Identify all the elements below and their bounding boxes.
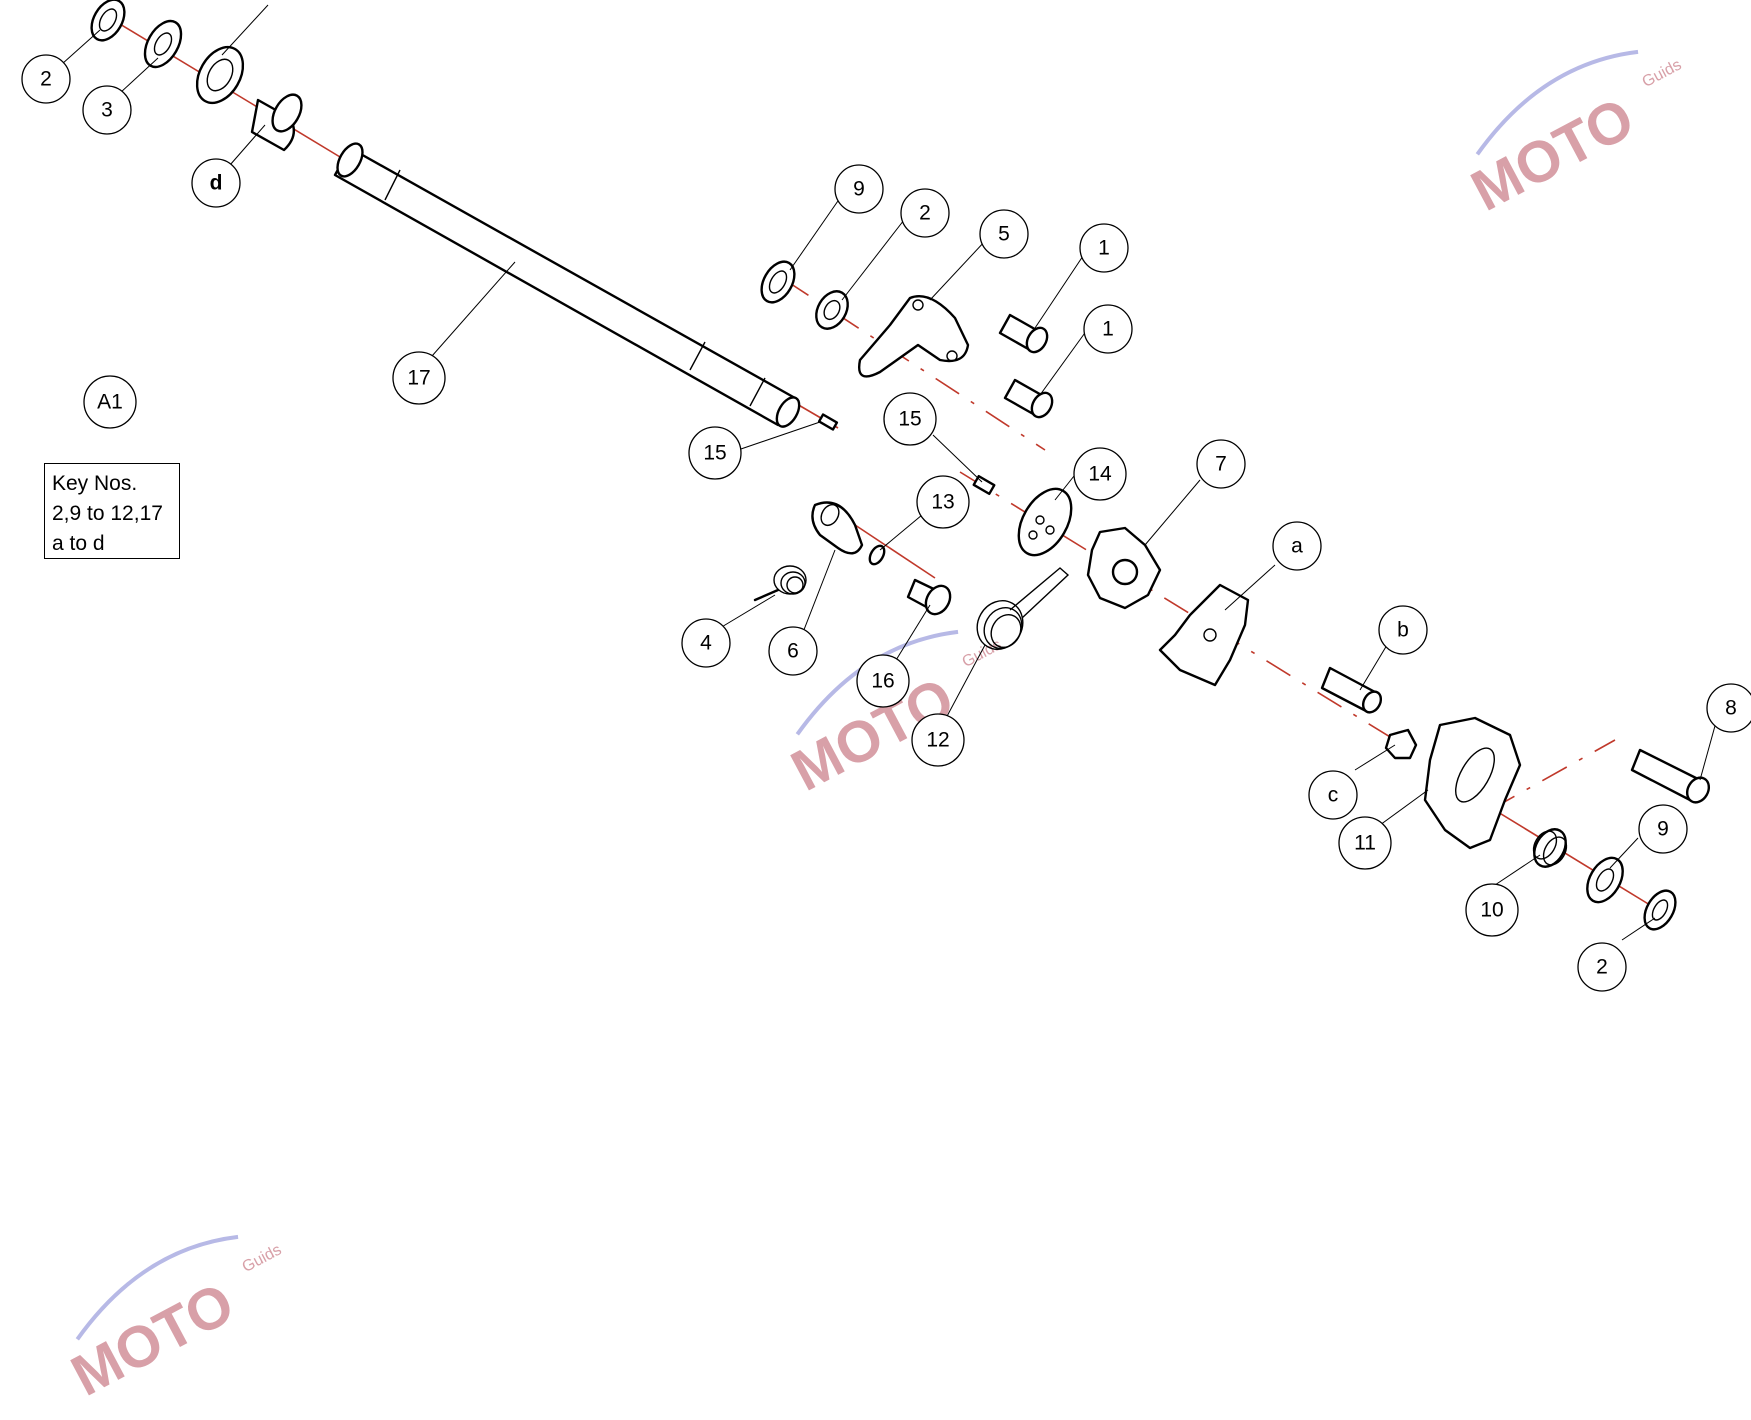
callout-label: 9 bbox=[1657, 818, 1669, 841]
callout-label: c bbox=[1328, 784, 1339, 807]
bearing-top bbox=[195, 45, 245, 105]
callout-label: 2 bbox=[1596, 956, 1608, 979]
callout-label: 16 bbox=[871, 670, 894, 693]
callout-label: 2 bbox=[40, 68, 52, 91]
bolt-8 bbox=[1630, 748, 1711, 804]
group-label-text: A1 bbox=[97, 391, 123, 414]
callout-label: 17 bbox=[407, 367, 430, 390]
circlip-top bbox=[90, 0, 126, 42]
bolt-16 bbox=[906, 578, 952, 616]
shift-cam-7 bbox=[1086, 526, 1162, 610]
callout-1-b: 1 bbox=[1083, 304, 1133, 354]
callout-10: 10 bbox=[1465, 883, 1519, 937]
lever-6 bbox=[811, 501, 864, 555]
callout-label: 11 bbox=[1354, 832, 1376, 855]
callout-1-a: 1 bbox=[1079, 223, 1129, 273]
callout-9-bottom: 9 bbox=[1638, 804, 1688, 854]
spring-4 bbox=[753, 565, 807, 602]
callout-label: 8 bbox=[1725, 697, 1737, 720]
callout-label: 12 bbox=[926, 729, 949, 752]
washer-top bbox=[143, 19, 183, 69]
callout-label: 2 bbox=[919, 202, 931, 225]
callout-9-top: 9 bbox=[834, 164, 884, 214]
callout-15-mid: 15 bbox=[883, 392, 937, 446]
watermark-text: MOTO bbox=[61, 1270, 244, 1409]
callout-c: c bbox=[1308, 770, 1358, 820]
pawl-arm bbox=[858, 295, 970, 378]
callout-d: d bbox=[191, 158, 241, 208]
callout-3: 3 bbox=[82, 85, 132, 135]
key-box-line: Key Nos. bbox=[52, 472, 138, 495]
callout-label: 7 bbox=[1215, 453, 1227, 476]
bolt-1-b bbox=[1003, 378, 1054, 419]
nut-c bbox=[1384, 728, 1418, 760]
callouts: 2 3 d 17 15 9 2 5 1 1 15 14 7 13 a 4 6 1… bbox=[21, 54, 1751, 992]
circlip-2-bottom bbox=[1643, 889, 1677, 931]
bushing-d bbox=[250, 93, 303, 152]
washer-9-bottom bbox=[1586, 856, 1624, 904]
callout-6: 6 bbox=[768, 626, 818, 676]
callout-11: 11 bbox=[1338, 816, 1392, 870]
spring-10 bbox=[1532, 828, 1568, 868]
key-numbers-box: Key Nos. 2,9 to 12,17 a to d bbox=[44, 463, 180, 559]
callout-label: 3 bbox=[101, 99, 113, 122]
shift-shaft bbox=[333, 142, 801, 428]
callout-label: 13 bbox=[931, 491, 954, 514]
callout-label: 6 bbox=[787, 640, 799, 663]
callout-label: d bbox=[210, 172, 223, 195]
callout-2-bottom: 2 bbox=[1577, 942, 1627, 992]
callout-13: 13 bbox=[916, 475, 970, 529]
spring-12 bbox=[976, 567, 1070, 650]
washer-13 bbox=[868, 544, 886, 566]
callout-12: 12 bbox=[911, 713, 965, 767]
guide-plate-a bbox=[1158, 583, 1250, 687]
callout-label: 14 bbox=[1088, 463, 1112, 486]
pin-mid bbox=[972, 474, 996, 496]
callout-2-mid: 2 bbox=[900, 188, 950, 238]
watermark-subtext: Guids bbox=[240, 1241, 285, 1276]
callout-label: 9 bbox=[853, 178, 865, 201]
callout-label: 10 bbox=[1480, 899, 1503, 922]
watermark-top-right: MOTO Guids bbox=[1461, 49, 1685, 224]
key-box-line: 2,9 to 12,17 bbox=[52, 502, 163, 525]
callout-label: 15 bbox=[898, 408, 921, 431]
callout-label: 1 bbox=[1102, 318, 1114, 341]
callout-5: 5 bbox=[979, 209, 1029, 259]
watermark-bottom-left: MOTO Guids bbox=[61, 1234, 285, 1409]
pin-shaft bbox=[817, 413, 839, 431]
callout-label: b bbox=[1397, 619, 1409, 642]
callout-7: 7 bbox=[1196, 439, 1246, 489]
callout-label: a bbox=[1291, 535, 1303, 558]
callout-8: 8 bbox=[1706, 683, 1751, 733]
circlip-2-mid bbox=[815, 290, 849, 330]
pin-b bbox=[1320, 666, 1383, 714]
plate-11 bbox=[1423, 716, 1522, 850]
watermark-text: MOTO bbox=[1461, 85, 1644, 224]
callout-15-shaft: 15 bbox=[688, 426, 742, 480]
callout-label: 4 bbox=[700, 632, 712, 655]
callout-a: a bbox=[1272, 521, 1322, 571]
bolt-1-a bbox=[998, 313, 1049, 354]
callout-17: 17 bbox=[392, 351, 446, 405]
callout-b: b bbox=[1378, 605, 1428, 655]
key-box-line: a to d bbox=[52, 532, 105, 555]
callout-4: 4 bbox=[681, 618, 731, 668]
callout-label: 1 bbox=[1098, 237, 1110, 260]
leader-lines bbox=[61, 4, 1719, 941]
plate-14 bbox=[1017, 487, 1073, 557]
callout-14: 14 bbox=[1073, 447, 1127, 501]
circlip-9-top bbox=[760, 260, 796, 304]
group-label-a1: A1 bbox=[83, 375, 137, 429]
callout-2-top: 2 bbox=[21, 54, 71, 104]
callout-16: 16 bbox=[856, 654, 910, 708]
callout-label: 5 bbox=[998, 223, 1010, 246]
callout-label: 15 bbox=[703, 442, 726, 465]
watermark-subtext: Guids bbox=[1640, 56, 1685, 91]
parts bbox=[90, 0, 1711, 931]
assembly-axes bbox=[104, 14, 1651, 906]
